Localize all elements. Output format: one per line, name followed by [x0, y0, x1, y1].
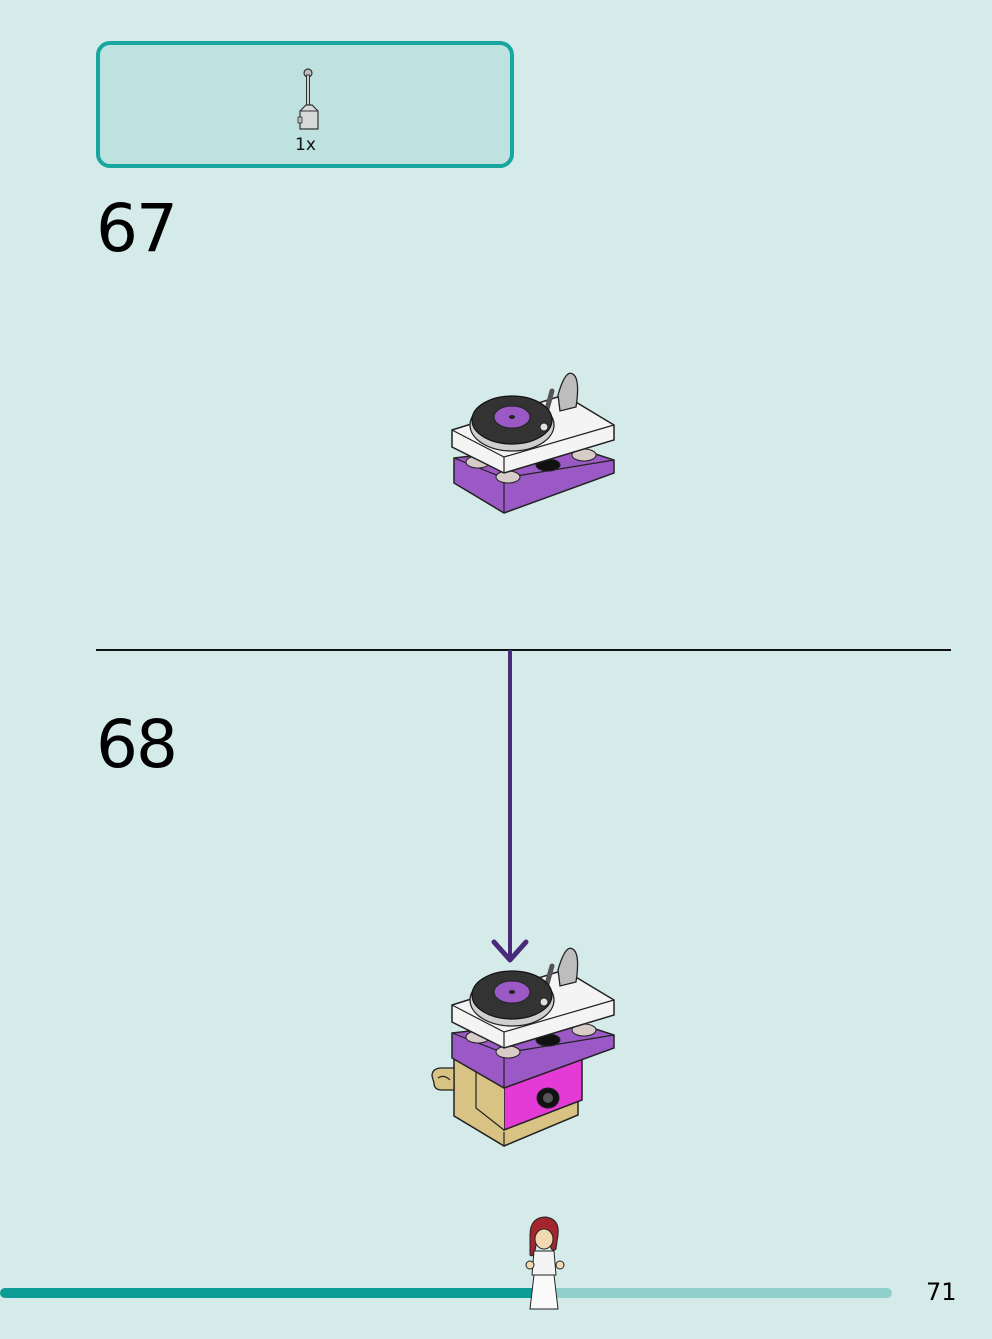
step-divider	[96, 649, 951, 651]
lever-base-part-icon	[297, 68, 319, 130]
placement-arrow-icon	[491, 650, 529, 963]
step-number-68: 68	[96, 706, 178, 783]
minifigure-progress-marker-icon	[525, 1216, 565, 1310]
step-67-record-player-model	[451, 372, 615, 514]
page-number: 71	[926, 1278, 957, 1306]
part-quantity: 1x	[295, 135, 316, 155]
progress-bar-fill	[0, 1288, 545, 1298]
parts-callout-box: 1x	[96, 41, 514, 168]
step-number-67: 67	[96, 190, 178, 267]
progress-bar	[0, 1288, 892, 1298]
step-68-record-player-assembly	[431, 947, 615, 1148]
